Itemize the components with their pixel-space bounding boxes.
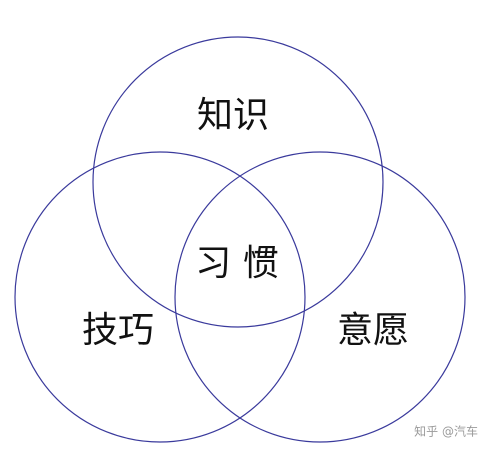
watermark: 知乎 @汽车 bbox=[414, 424, 478, 439]
label-knowledge: 知识 bbox=[197, 95, 269, 136]
label-willingness: 意愿 bbox=[337, 310, 409, 351]
circle-knowledge bbox=[92, 36, 384, 328]
circle-willingness bbox=[174, 151, 466, 443]
label-habit: 习 惯 bbox=[195, 243, 278, 284]
circle-skill bbox=[14, 151, 306, 443]
label-skill: 技巧 bbox=[82, 310, 154, 351]
